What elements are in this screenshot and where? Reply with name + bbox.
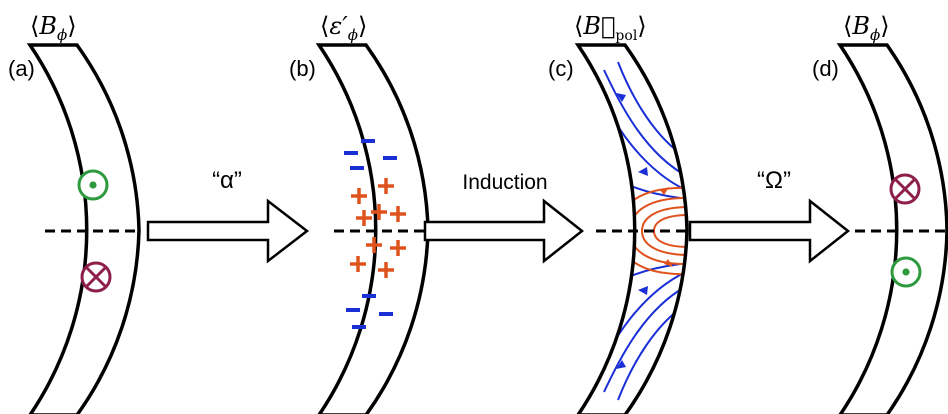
panel-c-label: (c) <box>548 56 574 81</box>
panel-d-shell <box>836 43 948 414</box>
arrow-alpha: “α” <box>146 167 310 264</box>
panel-b-shell <box>315 43 430 414</box>
panel-a-label: (a) <box>8 56 35 81</box>
panel-b-title: ⟨ε′ϕ⟩ <box>320 12 367 44</box>
arrow-omega: “Ω” <box>688 167 851 264</box>
arrow-induction: Induction <box>423 171 585 264</box>
panel-d-title: ⟨Bϕ⟩ <box>843 12 890 44</box>
panel-a-title: ⟨Bϕ⟩ <box>30 12 77 44</box>
arrow-omega-label: “Ω” <box>757 167 791 194</box>
negative-charges-bottom <box>346 294 393 329</box>
inner-arrowheads <box>660 187 673 267</box>
panel-a-shell <box>26 43 141 414</box>
panel-b-label: (b) <box>289 56 316 81</box>
arrow-alpha-label: “α” <box>212 167 242 194</box>
panel-c-shell <box>574 43 689 414</box>
arrow-induction-label: Induction <box>462 171 547 194</box>
arrow-alpha-shape <box>146 198 310 264</box>
positive-charges <box>350 178 406 278</box>
panel-d: (d) ⟨Bϕ⟩ <box>812 12 948 414</box>
panel-c: (c) ⟨B⃗pol⟩ <box>548 12 689 414</box>
circle-dot-icon <box>77 169 109 201</box>
panel-d-label: (d) <box>812 56 839 81</box>
circle-cross-icon <box>80 261 112 293</box>
circle-dot-icon <box>890 256 922 288</box>
panel-c-title: ⟨B⃗pol⟩ <box>574 12 647 44</box>
arrow-omega-shape <box>688 198 851 264</box>
negative-charges-top <box>344 139 397 170</box>
circle-cross-icon <box>889 173 921 205</box>
arrow-induction-shape <box>423 198 585 264</box>
panel-b: (b) ⟨ε′ϕ⟩ <box>289 12 430 414</box>
panel-c-shell-fill <box>578 45 687 414</box>
panel-a: (a) ⟨Bϕ⟩ <box>8 12 141 414</box>
